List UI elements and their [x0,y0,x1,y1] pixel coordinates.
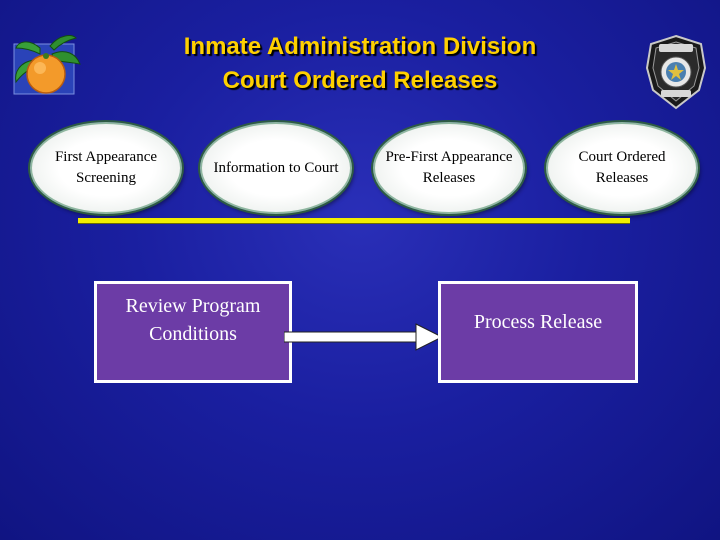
box-label: Process Release [473,311,603,333]
step-first-appearance-screening: First Appearance Screening [30,122,182,214]
title-line-2: Court Ordered Releases [222,67,498,94]
review-program-conditions-box: Review Program Conditions [94,281,292,383]
step-information-to-court: Information to Court [200,122,352,214]
page-title: Inmate Administration Division Court Ord… [100,30,620,98]
timeline-bar [78,218,630,224]
step-pre-first-appearance-releases: Pre-First Appearance Releases [373,122,525,214]
process-release-box: Process Release [438,281,638,383]
sheriff-badge-icon [645,34,707,110]
step-label: Pre-First Appearance Releases [385,149,513,186]
step-label: Court Ordered Releases [578,149,666,186]
box-label: Review Program Conditions [125,295,261,345]
title-line-1: Inmate Administration Division [183,33,537,60]
orange-icon [13,35,81,95]
step-label: First Appearance Screening [54,149,158,186]
step-label: Information to Court [213,159,339,176]
step-court-ordered-releases: Court Ordered Releases [546,122,698,214]
arrow-right-icon [284,323,444,351]
